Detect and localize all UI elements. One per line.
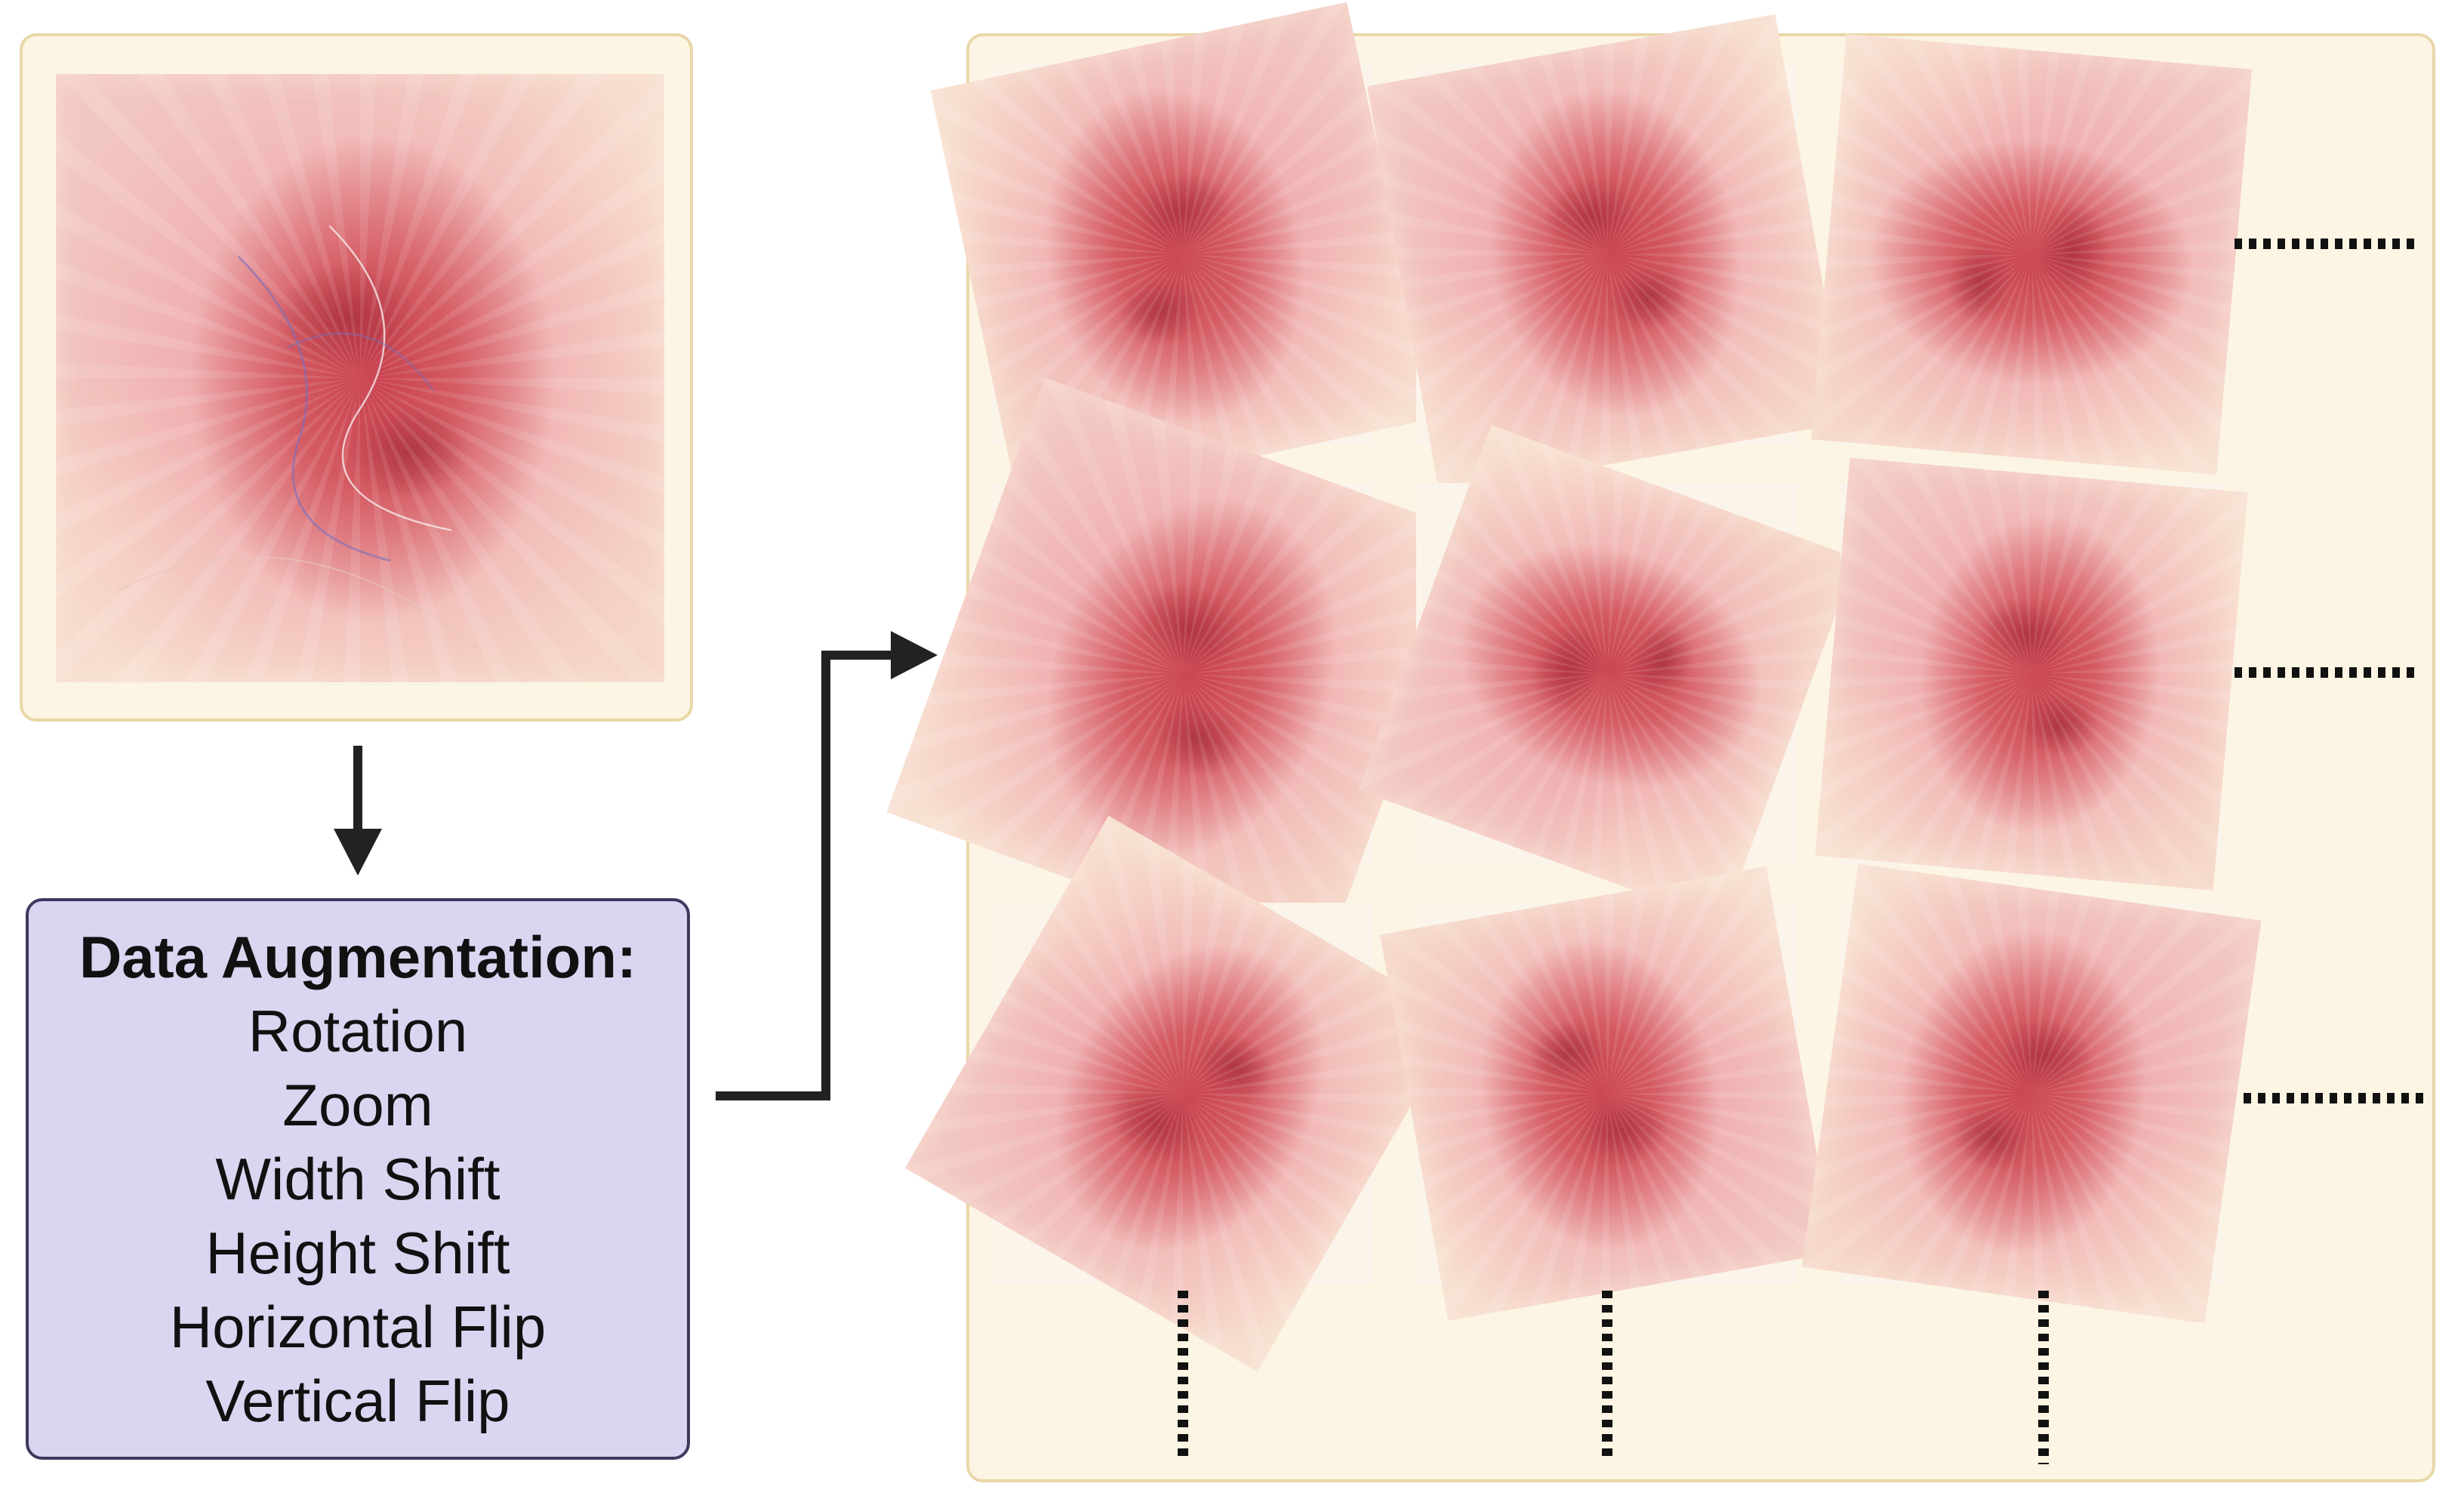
augmented-image: [1358, 425, 1856, 923]
data-augmentation-box: Data Augmentation: Rotation Zoom Width S…: [26, 898, 690, 1460]
source-lesion-image: [56, 74, 664, 682]
augmentation-item-width-shift: Width Shift: [215, 1146, 500, 1212]
augmented-image: [1811, 34, 2252, 475]
augmented-image: [1801, 863, 2262, 1324]
continuation-dots-row-1: [2235, 239, 2420, 249]
continuation-dots-col-2: [1602, 1291, 1612, 1461]
augmented-tile-r3-c1: [904, 815, 1461, 1372]
augmentation-item-height-shift: Height Shift: [205, 1220, 510, 1286]
elbow-arrow-head: [891, 631, 938, 679]
down-arrow-head: [334, 829, 382, 876]
augmentation-item-horizontal-flip: Horizontal Flip: [169, 1294, 547, 1360]
augmented-tile-r1-c2: [1367, 14, 1847, 494]
source-image-frame: [20, 33, 693, 722]
hair-strands: [116, 225, 482, 653]
augmented-tile-r2-c2: [1358, 425, 1856, 923]
augmented-image: [1367, 14, 1847, 494]
augmented-tile-r1-c3: [1811, 34, 2252, 475]
continuation-dots-row-2: [2235, 667, 2416, 678]
augmented-images-panel: [886, 2, 2435, 1482]
augmented-image: [904, 815, 1461, 1372]
augmented-tile-r3-c2: [1380, 866, 1834, 1321]
augmentation-item-zoom: Zoom: [282, 1072, 433, 1138]
augmentation-item-rotation: Rotation: [248, 998, 468, 1064]
augmented-tile-r2-c1: [886, 377, 1480, 971]
augmented-image: [1815, 457, 2248, 891]
augmentation-item-vertical-flip: Vertical Flip: [205, 1368, 510, 1434]
continuation-dots-col-3: [2038, 1291, 2049, 1464]
augmentation-title: Data Augmentation:: [79, 924, 637, 990]
elbow-arrow-shaft: [716, 651, 895, 1100]
continuation-dots-col-1: [1178, 1291, 1188, 1461]
continuation-dots-row-3: [2244, 1093, 2428, 1103]
augmented-tile-r3-c3: [1801, 863, 2262, 1324]
augmented-tile-r2-c3: [1815, 457, 2248, 891]
augmented-image: [1380, 866, 1834, 1321]
